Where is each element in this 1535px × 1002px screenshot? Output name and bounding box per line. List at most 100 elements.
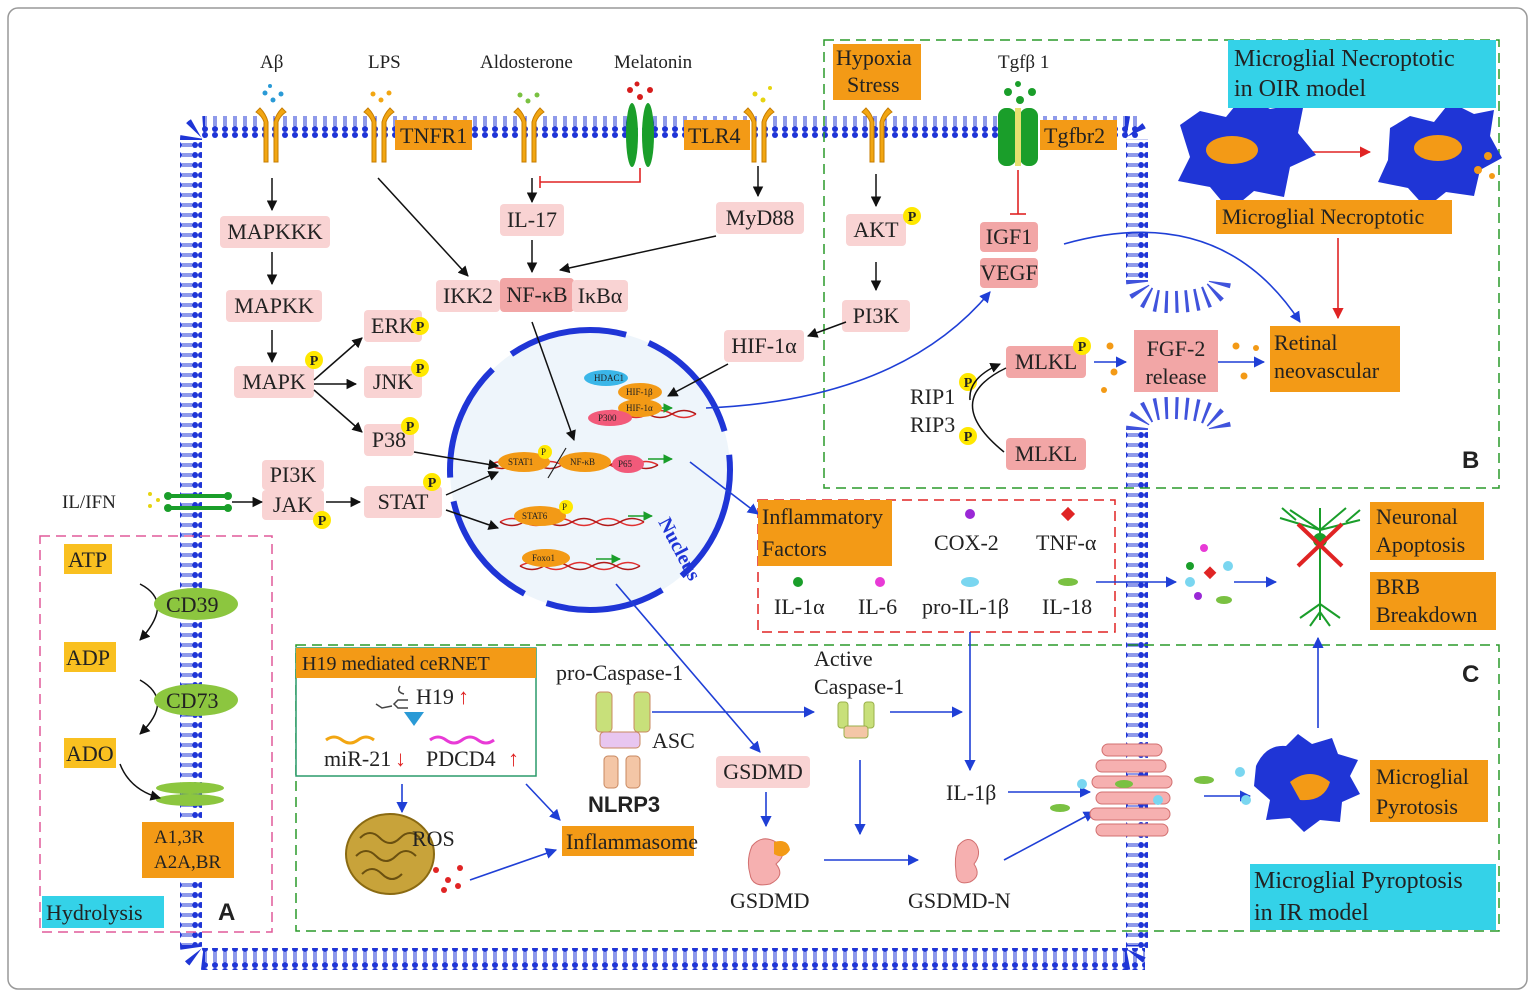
- svg-text:P: P: [541, 447, 546, 457]
- pyroptosis-title-line1: Microglial Pyroptosis: [1254, 868, 1463, 894]
- mapkkk-box: MAPKKK: [220, 216, 330, 248]
- ligand-melatonin: Melatonin: [614, 52, 693, 73]
- phospho-badge-label: P: [964, 430, 973, 445]
- factor-tnfa: TNF-α: [1036, 530, 1097, 555]
- inflammatory-title-line2: Factors: [762, 536, 827, 561]
- p38-box-label: P38: [372, 427, 406, 452]
- panel-c-letter: C: [1462, 661, 1479, 688]
- hydrolysis-cd73: CD73: [166, 688, 219, 713]
- blue-arrows: [396, 231, 1324, 881]
- svg-text:P300: P300: [598, 413, 617, 423]
- phospho-badge: [411, 359, 429, 377]
- vegf-box-label: VEGF: [980, 260, 1037, 285]
- nlrp3-label: NLRP3: [588, 792, 660, 817]
- figure-frame: [7, 7, 1528, 990]
- inflammatory-title-line1: Inflammatory: [762, 504, 883, 529]
- factor-pro-il1b: pro-IL-1β: [922, 594, 1009, 619]
- factor-il6: IL-6: [858, 594, 897, 619]
- neuronal-line1: Neuronal: [1376, 504, 1458, 529]
- panel-b-cells: [1101, 95, 1502, 393]
- phospho-badge-label: P: [1078, 340, 1087, 355]
- pyrotosis-line1: Microglial: [1376, 764, 1469, 789]
- il17-box: IL-17: [500, 204, 564, 236]
- myd88-box-label: MyD88: [726, 205, 794, 230]
- mapk-box-label: MAPK: [242, 369, 306, 394]
- pi3k-left-box: PI3K: [262, 460, 324, 490]
- jak-box: JAK: [262, 490, 324, 520]
- panel-c-graphics: [295, 647, 1360, 895]
- mir21-down: ↓: [395, 746, 406, 771]
- mapkkk-box-label: MAPKKK: [227, 219, 322, 244]
- pi3k-right-box-label: PI3K: [853, 303, 900, 328]
- asc-label: ASC: [652, 728, 695, 753]
- hypoxia-line1: Hypoxia: [836, 45, 912, 70]
- panel-b-box: [823, 39, 1500, 489]
- fgf2-line1: FGF-2: [1147, 336, 1206, 361]
- svg-text:HIF-1α: HIF-1α: [626, 403, 653, 413]
- retinal-line2: neovascular: [1274, 358, 1380, 383]
- panel-b-title-line1: Microglial Necroptotic: [1234, 46, 1455, 72]
- p38-box: P38: [364, 424, 414, 456]
- panel-b-title-line2: in OIR model: [1234, 76, 1366, 102]
- nfkb-box: NF-κB: [500, 278, 574, 312]
- inflammatory-factors: Inflammatory Factors COX-2 TNF-α IL-1α I…: [758, 500, 1233, 619]
- svg-text:P65: P65: [618, 459, 633, 469]
- il1b-label: IL-1β: [946, 780, 996, 805]
- phospho-badge-label: P: [318, 514, 327, 529]
- receptor-tnfr1: TNFR1: [400, 123, 467, 148]
- h19-label: H19: [416, 684, 454, 709]
- pi3k-left-box-label: PI3K: [270, 462, 317, 487]
- hif1a-box-label: HIF-1α: [731, 333, 797, 358]
- mlkl-bottom-box-label: MLKL: [1015, 441, 1077, 466]
- hydrolysis-atp: ATP: [68, 547, 107, 572]
- mlkl-top-box-label: MLKL: [1015, 349, 1077, 374]
- neuronal-line2: Apoptosis: [1376, 532, 1465, 557]
- a-receptors-line1: A1,3R: [154, 827, 204, 848]
- pi3k-right-box: PI3K: [842, 300, 910, 332]
- myd88-box: MyD88: [716, 202, 804, 234]
- phospho-badge: [1073, 337, 1091, 355]
- svg-text:Foxo1: Foxo1: [532, 553, 555, 563]
- phospho-badge-label: P: [964, 376, 973, 391]
- brb-line1: BRB: [1376, 574, 1420, 599]
- phospho-badge-label: P: [428, 476, 437, 491]
- jnk-box: JNK: [364, 366, 422, 398]
- phospho-badge: [305, 351, 323, 369]
- cell-membrane: [180, 116, 1231, 970]
- receptor-shapes: [156, 103, 1038, 806]
- akt-box: AKT: [846, 214, 906, 246]
- retinal-line1: Retinal: [1274, 330, 1338, 355]
- gsdmd-label: GSDMD: [730, 888, 809, 913]
- stat-box-label: STAT: [378, 489, 429, 514]
- phospho-badge: [959, 427, 977, 445]
- svg-text:HIF-1β: HIF-1β: [626, 387, 653, 397]
- h19-title: H19 mediated ceRNET: [302, 653, 490, 675]
- factor-cox2: COX-2: [934, 530, 999, 555]
- jnk-box-label: JNK: [373, 369, 413, 394]
- mlkl-bottom-box: MLKL: [1006, 438, 1086, 470]
- panel-a-letter: A: [218, 899, 235, 926]
- ikk2-box-label: IKK2: [443, 283, 493, 308]
- akt-box-label: AKT: [853, 217, 899, 242]
- phospho-badge-label: P: [310, 354, 319, 369]
- red-arrows: [539, 146, 1372, 320]
- pyrotosis-line2: Pyrotosis: [1376, 794, 1458, 819]
- mir21-label: miR-21: [324, 746, 391, 771]
- panel-c-box: [295, 644, 1500, 932]
- receptor-tgfbr2: Tgfbr2: [1044, 123, 1105, 148]
- active-caspase-line1: Active: [814, 646, 873, 671]
- hydrolysis-adp: ADP: [66, 645, 110, 670]
- igf1-box: IGF1: [980, 222, 1038, 252]
- pro-caspase-label: pro-Caspase-1: [556, 660, 683, 685]
- phospho-badge-label: P: [406, 420, 415, 435]
- mlkl-arrow-head: [969, 362, 1001, 401]
- igf1-box-label: IGF1: [986, 224, 1032, 249]
- hydrolysis-cd39: CD39: [166, 592, 219, 617]
- inflammasome-label: Inflammasome: [566, 829, 698, 854]
- factor-il1a: IL-1α: [774, 594, 825, 619]
- outcome-labels: Neuronal Apoptosis BRB Breakdown Microgl…: [1370, 502, 1496, 822]
- panel-b-letter: B: [1462, 447, 1479, 474]
- hydrolysis-ado: ADO: [66, 741, 114, 766]
- pdcd4-up: ↑: [508, 746, 519, 771]
